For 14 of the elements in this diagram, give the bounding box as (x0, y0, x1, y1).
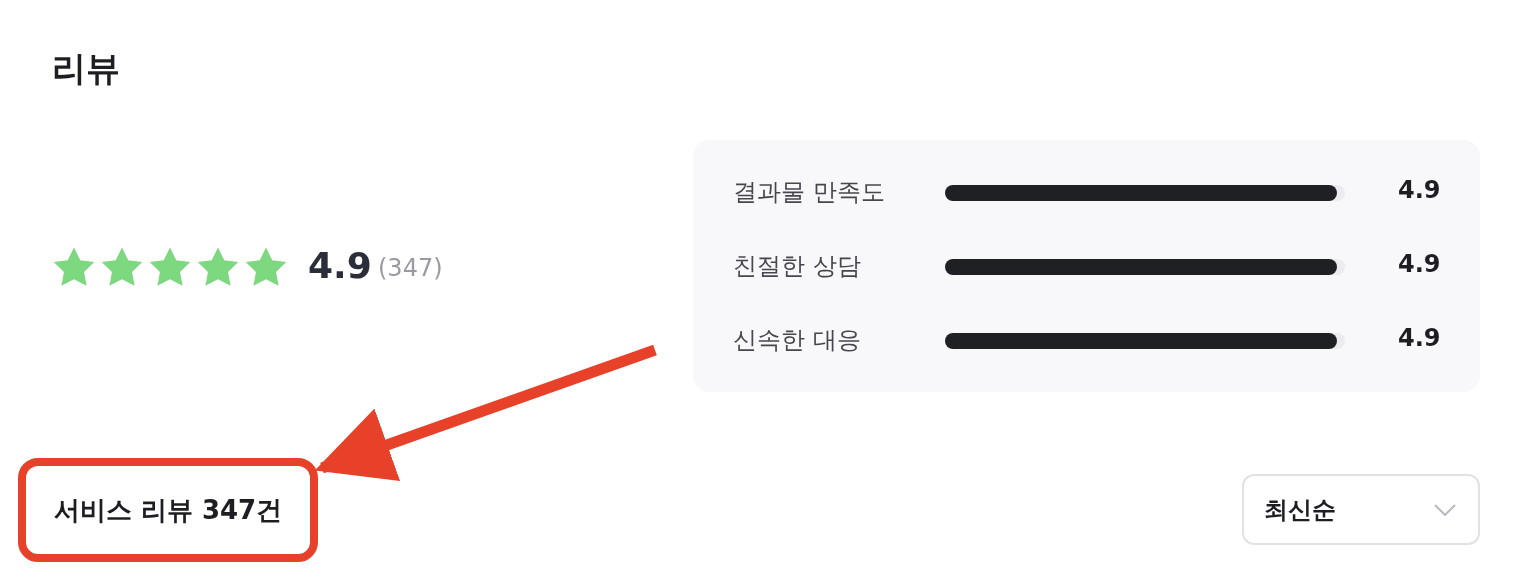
rating-category: 결과물 만족도 (733, 177, 885, 208)
review-count-heading: 서비스 리뷰 347건 (53, 493, 283, 527)
sort-dropdown: 최신순 (1242, 474, 1480, 545)
rating-panel (693, 140, 1480, 392)
rating-category: 신속한 대응 (733, 325, 861, 356)
arrow (314, 344, 657, 482)
highlight-box (18, 458, 318, 562)
rating-value: 4.9 (1398, 176, 1441, 204)
section-title: 리뷰 (52, 47, 120, 90)
rating-value: 4.9 (1398, 324, 1441, 352)
rating-value: 4.9 (1398, 250, 1441, 278)
rating-category: 친절한 상담 (733, 251, 861, 282)
review-count: (347) (378, 254, 443, 282)
rating-score: 4.9 (308, 245, 372, 286)
